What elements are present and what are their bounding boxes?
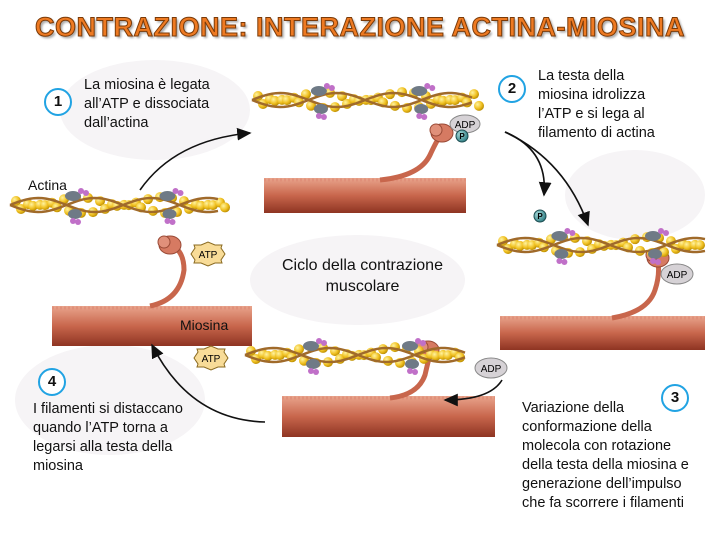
- background-blob: [15, 345, 205, 455]
- tropomyosin-icon: [645, 231, 661, 241]
- tropomyosin-icon: [402, 341, 418, 351]
- step-2-badge: 2: [498, 75, 526, 103]
- text-line: molecola con rotazione: [522, 438, 672, 454]
- actin-filament: [496, 228, 706, 265]
- text-line: l’ATP e si lega al: [538, 106, 645, 122]
- myosin-filament: [282, 396, 495, 437]
- text-line: generazione dell’impulso: [522, 476, 682, 492]
- tropomyosin-icon: [411, 86, 428, 96]
- step-1-badge: 1: [44, 88, 72, 116]
- atp-badge: ATP: [190, 241, 226, 267]
- atp-badge: ATP: [193, 345, 229, 371]
- step-2-text: La testa della miosina idrolizza l’ATP e…: [538, 67, 655, 143]
- text-line: quando l’ATP torna a: [33, 420, 168, 436]
- text-line: all’ATP e dissociata: [84, 96, 210, 112]
- step-3-badge: 3: [661, 384, 689, 412]
- phosphate-icon: P: [533, 209, 547, 223]
- text-line: conformazione della: [522, 419, 652, 435]
- text-line: legarsi alla testa della: [33, 439, 173, 455]
- text-line: La testa della: [538, 68, 625, 84]
- text-line: I filamenti si distaccano: [33, 401, 183, 417]
- tropomyosin-icon: [310, 86, 327, 96]
- p-text: P: [537, 212, 543, 221]
- myosin-neck: [611, 261, 662, 321]
- background-blob: [250, 235, 465, 325]
- p-text: P: [459, 132, 465, 141]
- myosin-filament: [52, 306, 252, 346]
- cycle-label: Ciclo della contrazione muscolare: [255, 255, 470, 297]
- actin-filament: [251, 83, 484, 120]
- tropomyosin-icon: [303, 341, 319, 351]
- myosin-label: Miosina: [180, 317, 229, 333]
- phosphate-icon: P: [455, 129, 469, 143]
- text-line: della testa della miosina e: [522, 457, 689, 473]
- page-title: CONTRAZIONE: INTERAZIONE ACTINA-MIOSINA: [35, 12, 685, 43]
- step-1-text: La miosina è legata all’ATP e dissociata…: [84, 76, 210, 133]
- adp-text: ADP: [667, 270, 688, 281]
- atp-text: ATP: [199, 250, 218, 261]
- arrow-step1-to-step2: [139, 127, 252, 191]
- atp-text: ATP: [202, 354, 221, 365]
- background-blob: [60, 60, 250, 160]
- step-3-text: Variazione della conformazione della mol…: [522, 399, 689, 513]
- adp-badge: ADP: [660, 263, 694, 285]
- text-line: miosina idrolizza: [538, 87, 646, 103]
- tropomyosin-icon: [65, 191, 81, 201]
- arrow-step4-to-step1: [151, 343, 266, 423]
- arrow-step2-to-step3: [504, 131, 590, 227]
- tropomyosin-icon: [159, 191, 176, 201]
- arrow-step3-to-step4: [443, 379, 503, 407]
- text-line: Ciclo della contrazione: [282, 257, 443, 274]
- text-line: che fa scorrere i filamenti: [522, 495, 684, 511]
- adp-badge: ADP: [474, 357, 508, 379]
- text-line: dall’actina: [84, 115, 149, 131]
- step-4-badge: 4: [38, 368, 66, 396]
- adp-text: ADP: [455, 120, 476, 131]
- text-line: miosina: [33, 458, 83, 474]
- actin-label: Actina: [28, 177, 67, 193]
- text-line: La miosina è legata: [84, 77, 210, 93]
- myosin-head: [429, 123, 454, 143]
- text-line: muscolare: [325, 278, 400, 295]
- myosin-neck: [149, 246, 187, 309]
- tropomyosin-icon: [551, 231, 568, 241]
- myosin-head: [157, 235, 182, 255]
- myosin-filament: [500, 316, 705, 350]
- text-line: filamento di actina: [538, 125, 655, 141]
- text-line: Variazione della: [522, 400, 625, 416]
- adp-text: ADP: [481, 364, 502, 375]
- step-4-text: I filamenti si distaccano quando l’ATP t…: [33, 400, 183, 476]
- actin-filament: [9, 188, 230, 225]
- actin-filament: [244, 338, 466, 375]
- myosin-filament: [264, 178, 466, 213]
